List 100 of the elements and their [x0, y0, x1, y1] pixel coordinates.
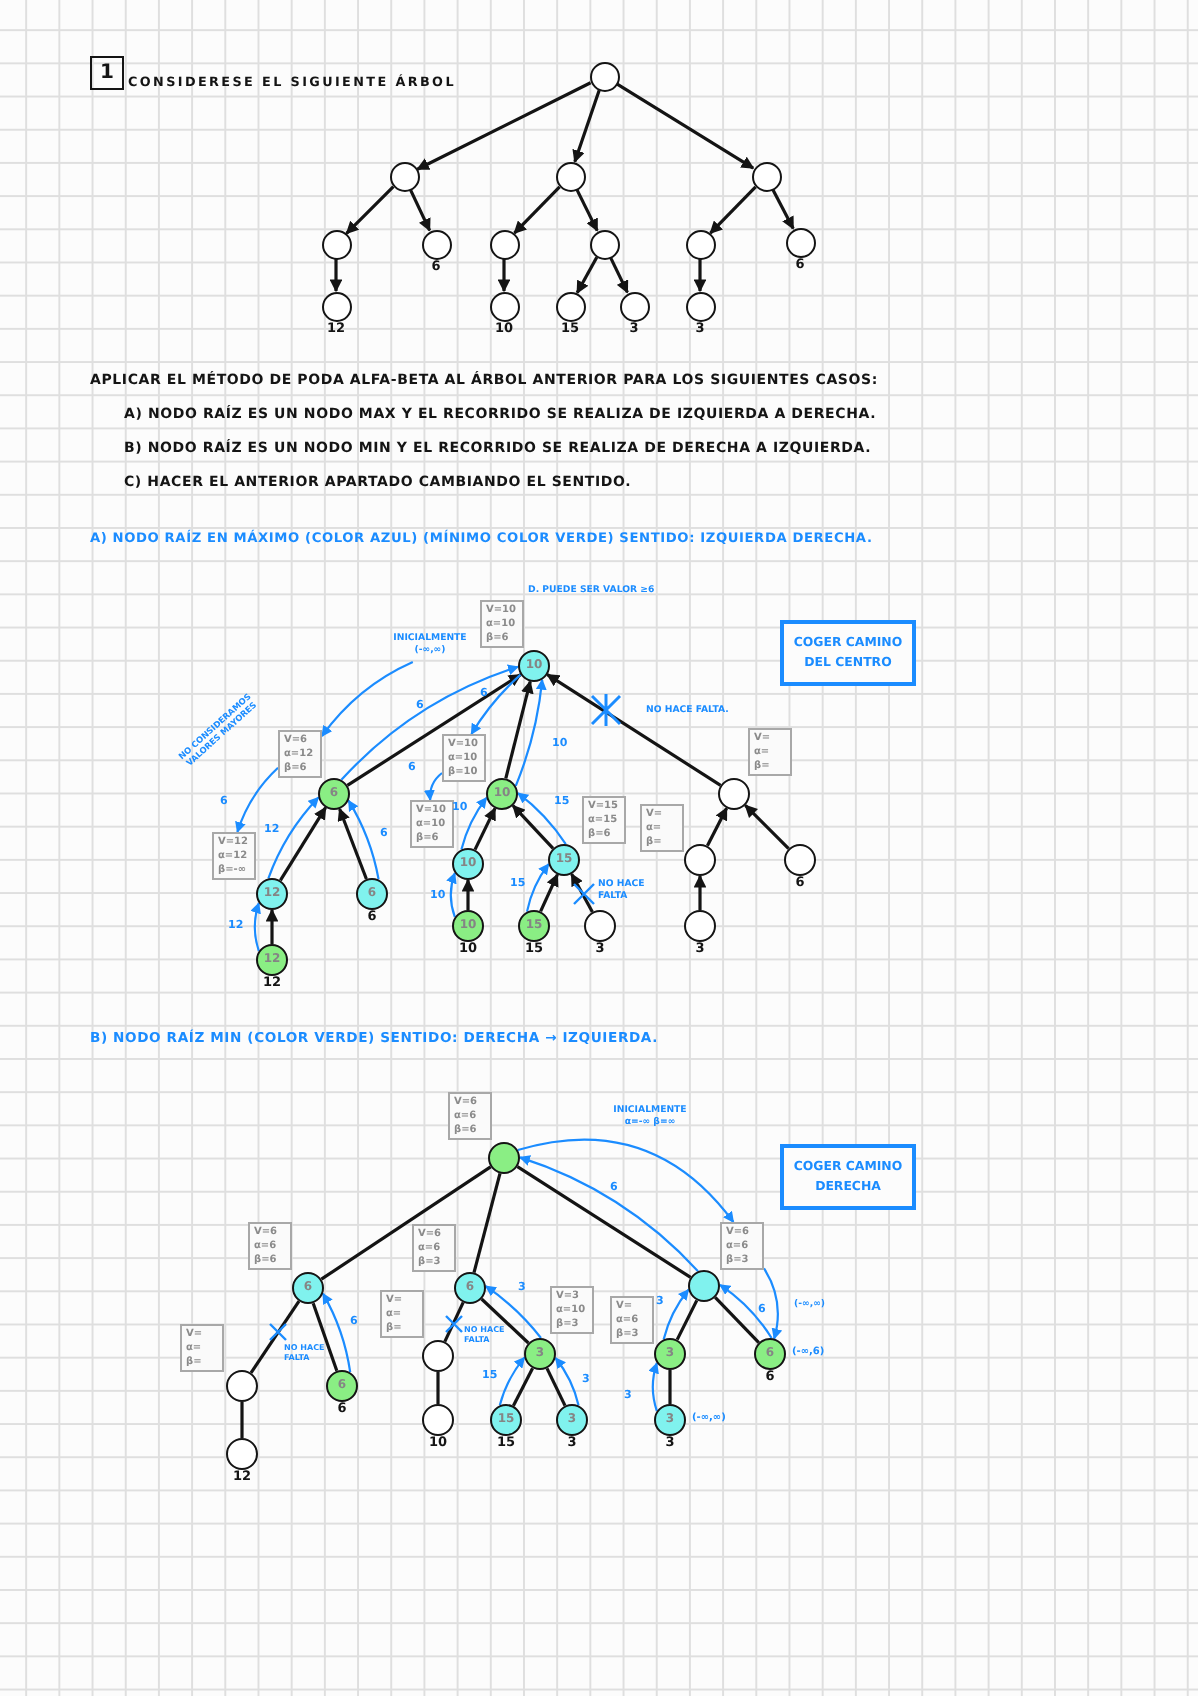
value-arrow — [235, 767, 279, 834]
tree-node — [318, 778, 350, 810]
value-card — [550, 1286, 594, 1334]
tree-edge — [675, 1299, 699, 1341]
value-card — [748, 728, 792, 776]
tree-node — [685, 229, 715, 259]
value-arrow — [250, 902, 262, 952]
value-card — [410, 800, 454, 848]
value-arrow — [446, 872, 457, 918]
arrow — [570, 872, 594, 913]
value-card — [442, 734, 486, 782]
arrow — [473, 807, 497, 851]
value-card — [720, 1222, 764, 1270]
value-arrow — [763, 1267, 782, 1340]
value-card — [380, 1290, 424, 1338]
tree-edge — [472, 1173, 502, 1273]
arrow — [345, 185, 395, 235]
tree-node — [489, 229, 519, 259]
tree-edge — [240, 1402, 244, 1438]
tree-edge — [480, 1297, 530, 1345]
value-arrow — [517, 1138, 735, 1223]
value-card — [248, 1222, 292, 1270]
tree-edge — [320, 1165, 492, 1281]
arrow — [705, 807, 729, 847]
tree-node — [256, 878, 288, 910]
tree-edge — [249, 1300, 301, 1374]
tree-node — [422, 1340, 454, 1372]
tree-edge — [311, 1302, 339, 1372]
arrow — [337, 807, 368, 880]
tree-node — [718, 778, 750, 810]
arrow — [693, 874, 707, 910]
arrow — [497, 259, 511, 293]
tree-edge — [668, 1370, 672, 1404]
arrow — [572, 89, 601, 163]
tree-node — [454, 1272, 486, 1304]
tree-node — [589, 229, 619, 259]
value-card — [212, 832, 256, 880]
value-arrow — [424, 772, 443, 802]
arrow — [546, 673, 722, 787]
arrow — [329, 259, 343, 293]
value-arrow — [514, 678, 547, 787]
arrow — [416, 81, 592, 171]
arrow — [744, 804, 790, 850]
value-arrow — [719, 1283, 773, 1339]
value-arrow — [267, 796, 320, 879]
value-card — [582, 796, 626, 844]
arrow — [693, 259, 707, 293]
tree-node — [751, 161, 781, 191]
arrow — [575, 188, 599, 232]
tree-node — [688, 1270, 720, 1302]
tree-edge — [714, 1296, 760, 1344]
value-arrow — [662, 1288, 690, 1340]
number-box — [90, 56, 124, 90]
value-arrow — [525, 863, 550, 912]
arrow — [539, 873, 559, 913]
value-card — [640, 804, 684, 852]
tree-node — [524, 1338, 556, 1370]
tree-edge — [511, 1367, 535, 1407]
arrow — [771, 188, 795, 230]
arrow — [504, 680, 534, 779]
tree-node — [518, 650, 550, 682]
tree-node — [555, 161, 585, 191]
tree-node — [226, 1370, 258, 1402]
arrow — [265, 908, 279, 944]
arrow — [513, 185, 561, 235]
value-arrow — [554, 1357, 580, 1406]
value-card — [448, 1092, 492, 1140]
arrow — [609, 256, 629, 294]
value-arrow — [484, 1285, 542, 1339]
arrow — [408, 188, 432, 232]
arrow — [615, 82, 755, 170]
value-card — [480, 600, 524, 648]
value-card — [412, 1224, 456, 1272]
tree-node — [389, 161, 419, 191]
tree-edge — [545, 1367, 567, 1407]
note-box — [780, 620, 916, 686]
value-card — [610, 1296, 654, 1344]
value-arrow — [321, 661, 414, 737]
arrow — [709, 185, 757, 235]
arrow — [279, 806, 327, 882]
note-box — [780, 1144, 916, 1210]
value-arrow — [648, 1362, 660, 1412]
value-arrow — [460, 796, 488, 850]
arrow — [575, 256, 599, 294]
tree-node — [684, 844, 716, 876]
value-card — [180, 1324, 224, 1372]
tree-node — [548, 844, 580, 876]
tree-node — [321, 229, 351, 259]
value-arrow — [322, 1292, 352, 1373]
value-arrow — [347, 799, 380, 880]
value-arrow — [517, 792, 567, 845]
tree-node — [488, 1142, 520, 1174]
value-arrow — [498, 1356, 526, 1406]
tree-node — [292, 1272, 324, 1304]
tree-node — [654, 1338, 686, 1370]
value-card — [278, 730, 322, 778]
arrow — [511, 804, 555, 850]
arrow — [461, 878, 475, 910]
tree-edge — [443, 1301, 465, 1343]
tree-node — [589, 61, 619, 91]
